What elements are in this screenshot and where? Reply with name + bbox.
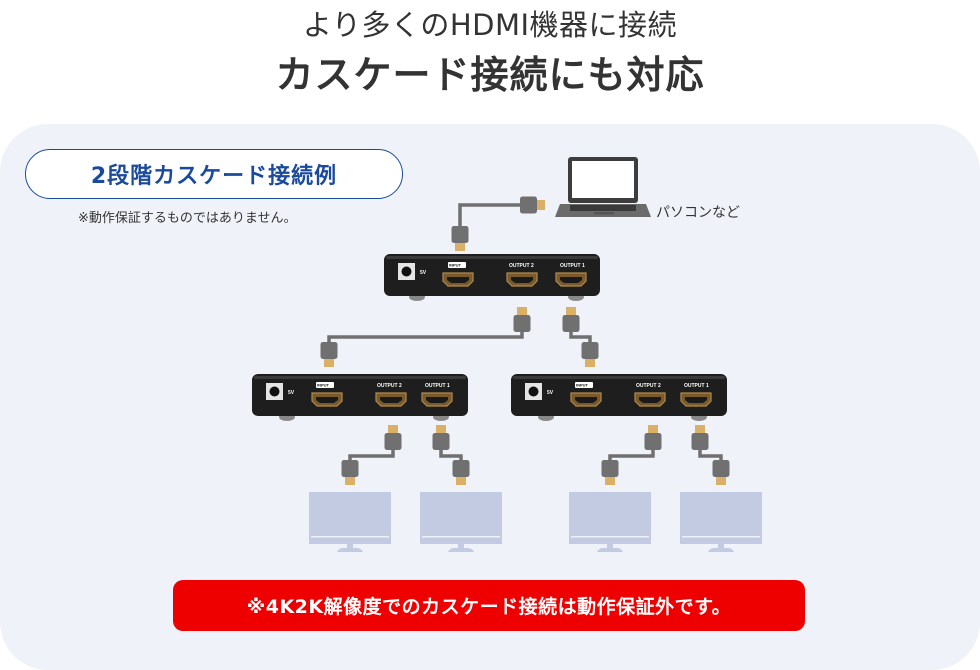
badge-disclaimer: ※動作保証するものではありません。	[78, 211, 297, 226]
output1-port-label: OUTPUT 1	[684, 383, 709, 389]
input-port-label: INPUT	[317, 383, 330, 388]
input-port-label: INPUT	[576, 383, 589, 388]
output2-port-label: OUTPUT 2	[636, 383, 661, 389]
4k-cascade-warning-banner: ※4K2K解像度でのカスケード接続は動作保証外です。	[173, 580, 805, 631]
cascade-example-badge: 2段階カスケード接続例	[25, 149, 403, 199]
monitor-icon	[680, 492, 762, 552]
hdmi-splitter-level2-left: 5V INPUT OUTPUT 2 OUTPUT 1	[252, 374, 468, 421]
monitor-icon	[420, 492, 502, 552]
hdmi-cable-to-monitor-1	[341, 425, 402, 485]
output1-port-label: OUTPUT 1	[425, 383, 450, 389]
output1-port-label: OUTPUT 1	[560, 263, 585, 269]
hdmi-cable-pc-to-splitter	[451, 196, 545, 251]
pc-label: パソコンなど	[656, 205, 740, 221]
hdmi-cable-to-monitor-3	[601, 425, 662, 485]
page-title-line2: カスケード接続にも対応	[275, 53, 705, 97]
output2-port-label: OUTPUT 2	[377, 383, 402, 389]
power-port-label: 5V	[420, 270, 427, 276]
page-title-line1: より多くのHDMI機器に接続	[302, 8, 678, 42]
output2-port-label: OUTPUT 2	[509, 263, 534, 269]
laptop-icon	[555, 157, 651, 217]
hdmi-cable-splitter1-to-splitter2	[320, 307, 531, 367]
diagram-panel	[0, 124, 980, 670]
power-port-label: 5V	[288, 390, 295, 396]
monitor-icon	[569, 492, 651, 552]
hdmi-splitter-level1: 5V INPUT OUTPUT 2 OUTPUT 1	[384, 254, 600, 301]
hdmi-cable-to-monitor-4	[691, 425, 730, 485]
hdmi-cable-to-monitor-2	[432, 425, 470, 485]
power-port-label: 5V	[547, 390, 554, 396]
hdmi-splitter-level2-right: 5V INPUT OUTPUT 2 OUTPUT 1	[511, 374, 727, 421]
warning-text: ※4K2K解像度でのカスケード接続は動作保証外です。	[246, 596, 732, 618]
monitor-icon	[309, 492, 391, 552]
cascade-example-badge-label: 2段階カスケード接続例	[90, 164, 338, 189]
hdmi-cable-splitter1-to-splitter3	[562, 307, 599, 367]
input-port-label: INPUT	[449, 263, 462, 268]
